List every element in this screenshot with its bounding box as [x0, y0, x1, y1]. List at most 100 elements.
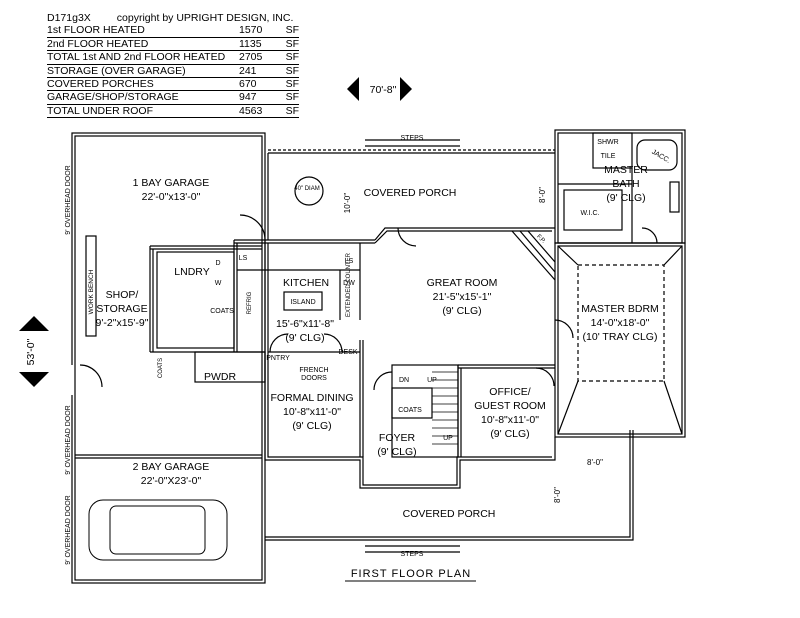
foyer-clg: (9' CLG): [377, 446, 416, 458]
plan-title: FIRST FLOOR PLAN: [351, 568, 471, 580]
width-dimension: 70'-8": [347, 77, 412, 101]
stat-row: TOTAL UNDER ROOF 4563 SF: [47, 104, 299, 119]
office-size: 10'-8"x11'-0": [481, 414, 539, 426]
lazy-susan-label-2: LS: [345, 258, 354, 265]
dim-porch-side: 8'-0": [587, 458, 603, 467]
kitchen-size: 15'-6"x11'-8": [276, 318, 334, 330]
stat-label: COVERED PORCHES: [47, 78, 154, 91]
stat-unit: SF: [285, 37, 299, 50]
stat-unit: SF: [285, 51, 299, 64]
great-room-name: GREAT ROOM: [427, 277, 498, 289]
stair-down-label: DN: [399, 377, 409, 384]
master-bdrm-size: 14'-0"x18'-0": [591, 317, 650, 329]
office-clg: (9' CLG): [490, 428, 529, 440]
depth-dim-text: 53'-0": [25, 338, 37, 365]
stair-up-label-2: UP: [443, 435, 453, 442]
dining-name: FORMAL DINING: [270, 392, 353, 404]
stat-value: 947: [239, 91, 257, 104]
front-steps-label: STEPS: [401, 551, 424, 558]
powder-name: PWDR: [204, 371, 236, 383]
stat-label: GARAGE/SHOP/STORAGE: [47, 91, 179, 104]
extended-counter-label: EXTENDED COUNTER: [346, 252, 352, 317]
stat-unit: SF: [285, 24, 299, 37]
stat-row: TOTAL 1st AND 2nd FLOOR HEATED 2705 SF: [47, 51, 299, 65]
great-room-size: 21'-5"x15'-1": [433, 291, 492, 303]
washer-label: W: [215, 280, 222, 287]
shop-name2: STORAGE: [96, 303, 147, 315]
stat-value: 241: [239, 64, 257, 77]
plan-id: D171g3X: [47, 12, 91, 24]
office-name: OFFICE/: [489, 386, 530, 398]
stat-row: COVERED PORCHES 670 SF: [47, 78, 299, 92]
office-name2: GUEST ROOM: [474, 400, 546, 412]
stat-label: 2nd FLOOR HEATED: [47, 37, 149, 50]
stat-row: 2nd FLOOR HEATED 1135 SF: [47, 37, 299, 52]
overhead-door-label: 9' OVERHEAD DOOR: [65, 495, 72, 564]
walls: [70, 129, 686, 584]
stat-value: 1135: [239, 37, 262, 50]
table-header: D171g3X copyright by UPRIGHT DESIGN, INC…: [47, 12, 299, 24]
stair-up-label: UP: [427, 377, 437, 384]
stat-value: 670: [239, 78, 257, 91]
garage1-size: 22'-0"x13'-0": [142, 191, 201, 203]
kitchen-name: KITCHEN: [283, 277, 329, 289]
master-bath-clg: (9' CLG): [606, 192, 645, 204]
copyright: copyright by UPRIGHT DESIGN, INC.: [116, 12, 294, 24]
foyer-coats-label: COATS: [398, 407, 422, 414]
foyer-name: FOYER: [379, 432, 416, 444]
shower-label: SHWR: [597, 139, 618, 146]
overhead-door-label: 9' OVERHEAD DOOR: [65, 165, 72, 234]
stat-row: GARAGE/SHOP/STORAGE 947 SF: [47, 91, 299, 105]
lazy-susan-label: LS: [239, 255, 248, 262]
stat-unit: SF: [285, 91, 299, 104]
master-bdrm-name: MASTER BDRM: [581, 303, 659, 315]
width-dim-text: 70'-8": [370, 84, 397, 96]
desk-label: DESK: [338, 349, 357, 356]
stat-unit: SF: [285, 78, 299, 91]
depth-dimension: 53'-0": [19, 316, 49, 387]
jacc-label: JACC.: [650, 149, 671, 165]
garage2-size: 22'-0"X23'-0": [141, 475, 202, 487]
dim-porch-depth: 10'-0": [343, 193, 352, 214]
laundry-coats-label: COATS: [210, 308, 234, 315]
stat-label: TOTAL 1st AND 2nd FLOOR HEATED: [47, 51, 226, 64]
dryer-label: D: [215, 260, 220, 267]
stat-row: 1st FLOOR HEATED 1570 SF: [47, 24, 299, 38]
stat-unit: SF: [285, 104, 299, 117]
rear-porch-name: COVERED PORCH: [364, 187, 457, 199]
table-diam-label: 40" DIAM: [294, 186, 319, 192]
coats-label: COATS: [158, 358, 164, 378]
laundry-name: LNDRY: [174, 266, 209, 278]
master-bath-name2: BATH: [612, 178, 639, 190]
stat-label: TOTAL UNDER ROOF: [47, 104, 153, 117]
garage2-name: 2 BAY GARAGE: [133, 461, 210, 473]
dining-clg: (9' CLG): [292, 420, 331, 432]
car-icon: [88, 499, 228, 561]
work-bench-label: WORK BENCH: [88, 269, 95, 314]
stat-value: 4563: [239, 104, 263, 117]
stat-label: 1st FLOOR HEATED: [47, 24, 145, 37]
french-doors-label: FRENCH: [299, 367, 328, 374]
pantry-label: PNTRY: [266, 355, 290, 362]
dim-rear-porch: 8'-0": [538, 187, 547, 203]
front-porch-name: COVERED PORCH: [403, 508, 496, 520]
stat-value: 1570: [239, 24, 263, 37]
rear-steps-label: STEPS: [401, 135, 424, 142]
dim-front-porch: 8'-0": [553, 487, 562, 503]
overhead-door-label: 9' OVERHEAD DOOR: [65, 405, 72, 474]
area-summary-table: D171g3X copyright by UPRIGHT DESIGN, INC…: [47, 12, 299, 119]
wic-label: W.I.C.: [580, 210, 599, 217]
shop-name: SHOP/: [106, 289, 139, 301]
master-bdrm-clg: (10' TRAY CLG): [583, 331, 658, 343]
french-doors-label2: DOORS: [301, 375, 327, 382]
stat-value: 2705: [239, 51, 263, 64]
stat-unit: SF: [285, 64, 299, 77]
kitchen-clg: (9' CLG): [285, 332, 324, 344]
dining-size: 10'-8"x11'-0": [283, 406, 341, 418]
garage1-name: 1 BAY GARAGE: [133, 177, 210, 189]
fp-label: F.P.: [535, 234, 546, 245]
shop-size: 9'-2"x15'-9": [96, 317, 149, 329]
refrig-label: REFRIG: [247, 291, 253, 314]
